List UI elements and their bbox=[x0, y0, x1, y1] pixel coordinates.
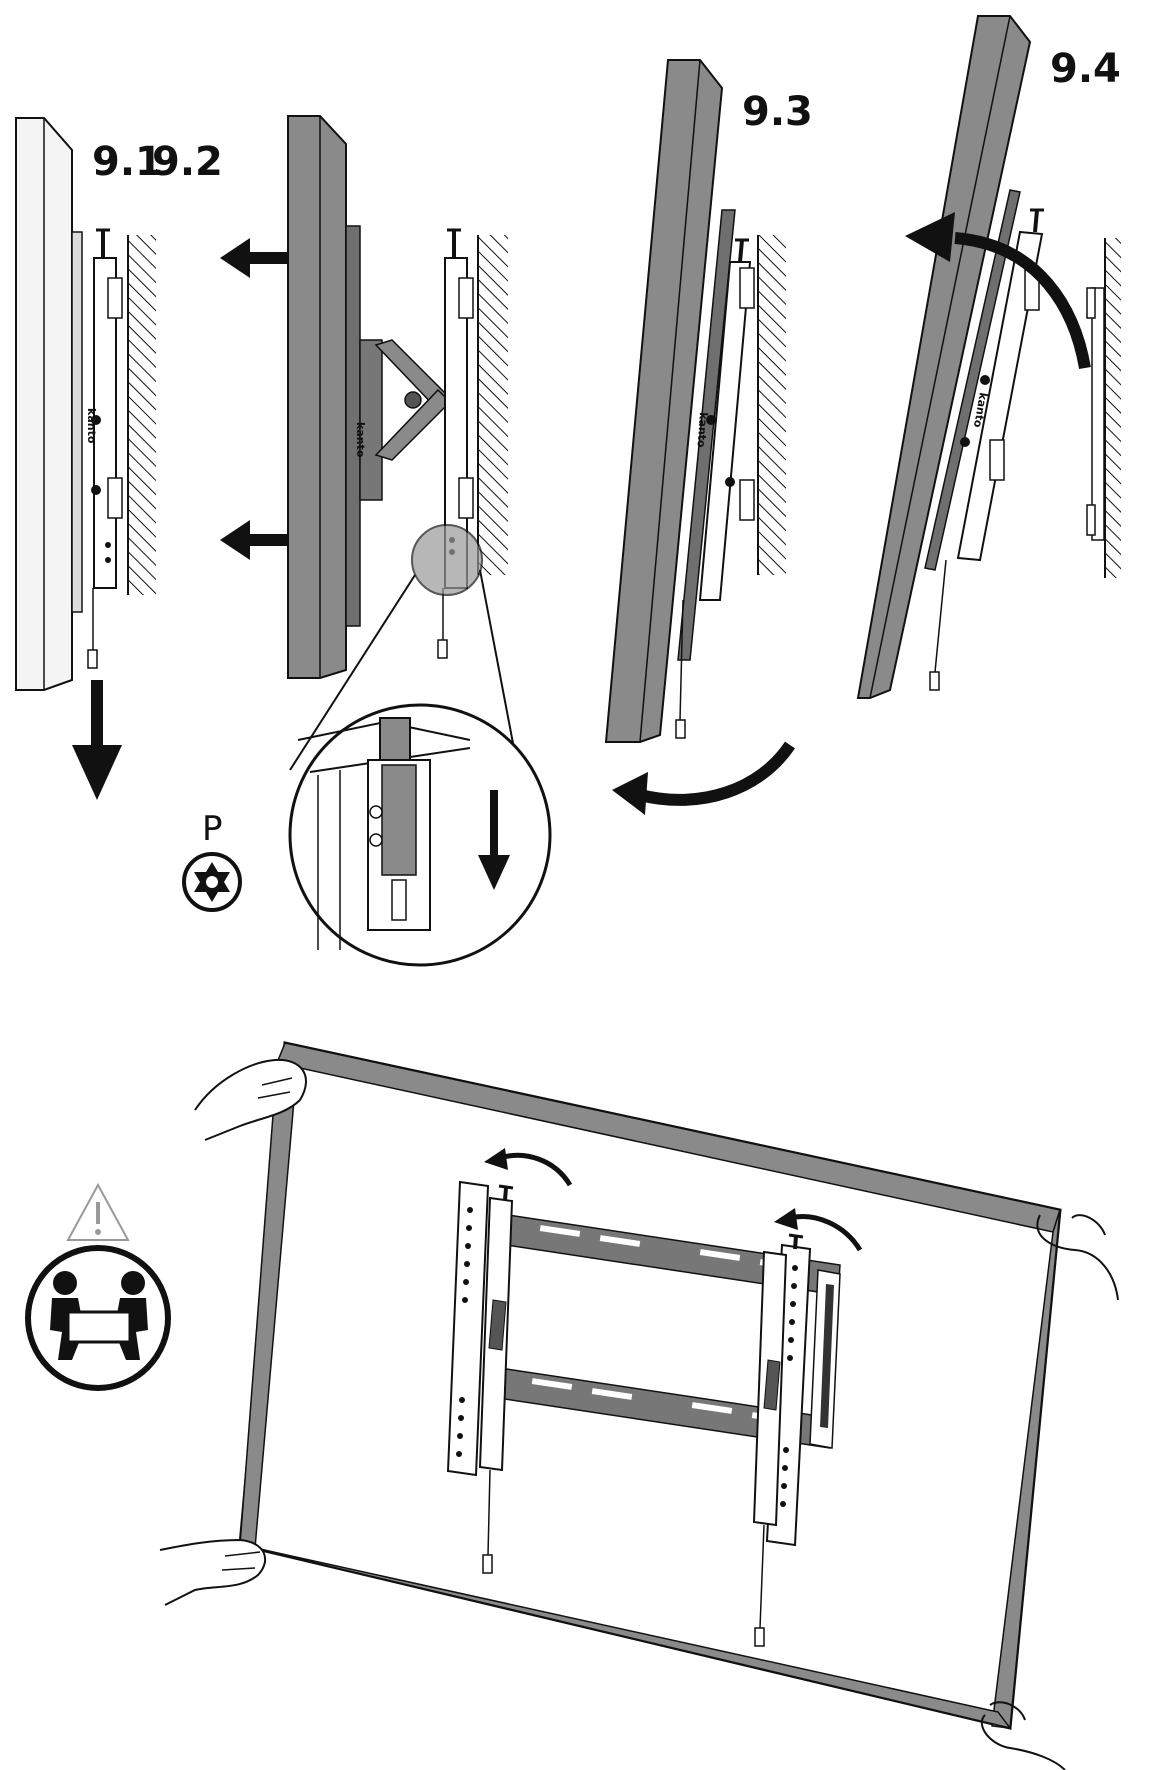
detail-bracket bbox=[297, 717, 471, 950]
panel-step-9-1: kanto bbox=[15, 117, 156, 800]
wall-plate bbox=[1086, 287, 1105, 541]
detail-zoom bbox=[288, 524, 552, 967]
tilt-arrow bbox=[612, 741, 795, 815]
mount-side-bar bbox=[809, 1269, 841, 1449]
vertical-bracket-right bbox=[752, 1233, 812, 1647]
panel-step-9-3: kanto bbox=[604, 59, 795, 815]
brand-label: kanto bbox=[85, 408, 98, 444]
pull-arrow-upper bbox=[220, 238, 287, 278]
wall-hatching bbox=[128, 235, 156, 595]
hand-bottom-left bbox=[159, 1538, 267, 1606]
detail-down-arrow bbox=[478, 790, 510, 890]
step-label-9-3: 9.3 bbox=[742, 89, 813, 135]
wall-hatching bbox=[1105, 238, 1121, 578]
pull-arrow-lower bbox=[220, 520, 287, 560]
tool-indicator: P bbox=[182, 809, 242, 912]
wall-hatching bbox=[478, 235, 508, 575]
step-label-9-2: 9.2 bbox=[152, 139, 223, 185]
display-gray bbox=[287, 115, 347, 679]
brand-label: kanto bbox=[971, 391, 990, 429]
hand-top-right bbox=[1036, 1214, 1119, 1301]
bracket-arm: kanto bbox=[675, 238, 755, 739]
display-frame bbox=[238, 1041, 1062, 1730]
bracket-arm: kanto bbox=[85, 228, 123, 669]
tool-label: P bbox=[202, 809, 223, 849]
torx-bit-icon bbox=[182, 852, 242, 912]
vertical-bracket-left bbox=[446, 1180, 514, 1574]
lift-arrow bbox=[905, 212, 1091, 370]
hand-bottom-right bbox=[980, 1701, 1066, 1770]
bottom-assembly bbox=[25, 1041, 1119, 1770]
panel-step-9-4: kanto bbox=[856, 15, 1121, 699]
lift-warning bbox=[25, 1182, 171, 1391]
down-arrow bbox=[72, 680, 122, 800]
step-label-9-4: 9.4 bbox=[1050, 46, 1121, 92]
wall-hatching bbox=[758, 235, 786, 575]
rotate-arrow-left bbox=[484, 1148, 573, 1187]
panel-step-9-2: kanto bbox=[220, 115, 508, 679]
caution-triangle-icon bbox=[66, 1182, 130, 1241]
scissor-arm: kanto bbox=[354, 339, 452, 501]
brand-label: kanto bbox=[695, 412, 710, 449]
bracket-arm: kanto bbox=[929, 208, 1044, 691]
rotate-arrow-right bbox=[774, 1208, 863, 1252]
two-person-lift-icon bbox=[25, 1245, 171, 1391]
brand-label: kanto bbox=[354, 422, 367, 458]
step-label-9-1: 9.1 bbox=[92, 139, 163, 185]
hand-top-left bbox=[194, 1058, 307, 1141]
